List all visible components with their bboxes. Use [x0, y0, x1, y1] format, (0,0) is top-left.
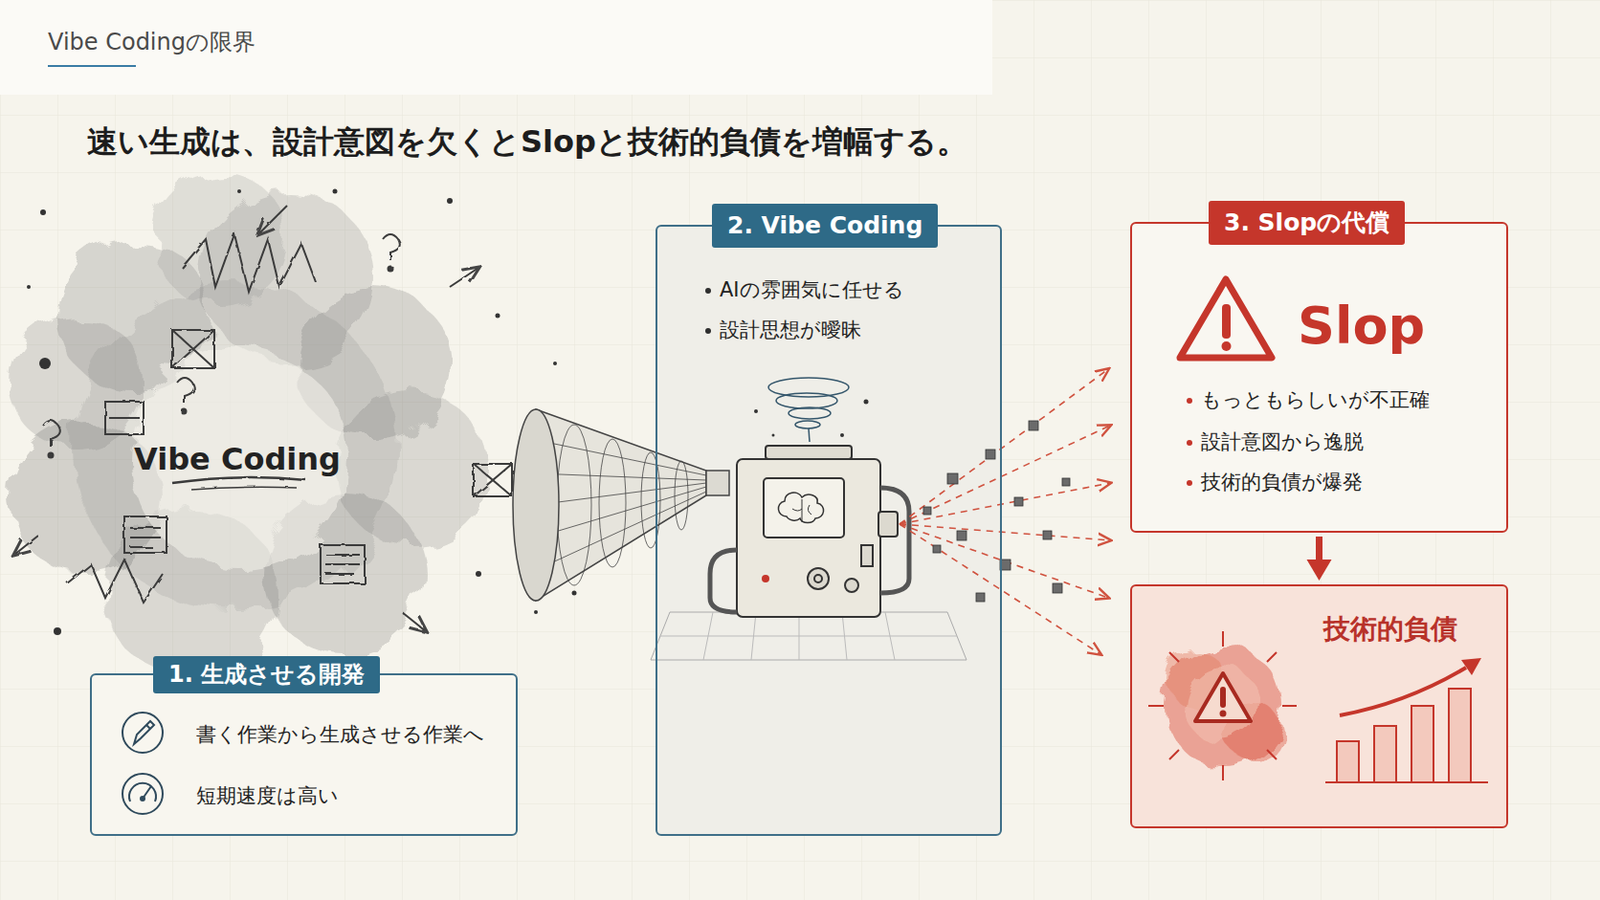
bullet-dot	[1186, 480, 1193, 487]
bullet-text: 設計思想が曖昧	[719, 316, 862, 344]
bullet-text: 設計意図から逸脱	[1200, 428, 1364, 456]
result-text: 技術的負債	[1323, 612, 1458, 647]
arrow-shaft	[1315, 536, 1323, 560]
process-box: 1. 生成させる開発書く作業から生成させる作業へ短期速度は高い	[89, 673, 518, 837]
item-text: 短期速度は高い	[196, 782, 339, 810]
header-underline	[47, 65, 136, 67]
bullet-dot	[1186, 398, 1193, 404]
bullet-text: AIの雰囲気に任せる	[719, 276, 905, 304]
box-ground	[1131, 222, 1508, 533]
gauge-icon	[122, 774, 163, 815]
section-heading: Vibe Codingの限界	[47, 25, 256, 59]
slop-spray	[899, 369, 1111, 655]
arrow-connector	[1307, 536, 1333, 581]
item-text: 書く作業から生成させる作業へ	[196, 721, 485, 749]
process-box: 2. Vibe CodingAIの雰囲気に任せる設計思想が曖昧	[655, 224, 1002, 837]
box-heading: 3. Slopの代償	[1208, 200, 1405, 245]
box-heading: 2. Vibe Coding	[711, 203, 938, 248]
header-panel	[0, 0, 993, 95]
box-ground	[656, 225, 1001, 836]
cloud-label: Vibe Coding	[133, 440, 341, 479]
warning-box: 3. Slopの代償Slopもっともらしいが不正確設計意図から逸脱技術的負債が爆…	[1130, 222, 1509, 534]
box-ground	[90, 674, 517, 836]
bar-chart	[1325, 658, 1489, 783]
bullet-dot	[1186, 440, 1193, 446]
cloud-illustration	[9, 172, 578, 680]
bullet-text: 技術的負債が爆発	[1200, 468, 1363, 496]
funnel	[512, 409, 730, 601]
bullet-text: もっともらしいが不正確	[1200, 386, 1430, 414]
box-heading: 1. 生成させる開発	[153, 656, 380, 694]
result-box: 技術的負債	[1130, 584, 1509, 829]
box-ground	[1131, 585, 1508, 828]
debris	[923, 421, 1070, 602]
page-title: 速い生成は、設計意図を欠くとSlopと技術的負債を増幅する。	[87, 122, 968, 161]
warning-icon	[1179, 279, 1272, 358]
pencil-icon	[122, 712, 163, 754]
bullet-dot	[705, 288, 712, 294]
explosion	[1148, 631, 1297, 781]
ai-machine	[650, 377, 967, 661]
bullet-dot	[705, 328, 712, 334]
slop-word: Slop	[1297, 295, 1425, 357]
arrow-head	[1307, 559, 1333, 581]
